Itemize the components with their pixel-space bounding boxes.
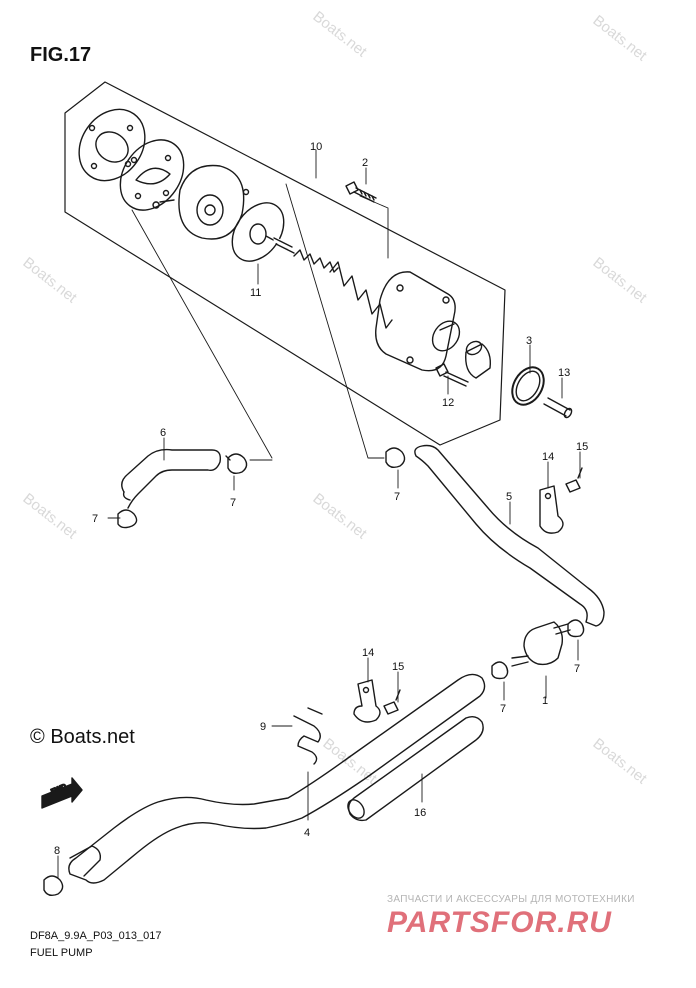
ad-brand-logo: PARTSFOR.RU <box>387 906 612 939</box>
hose-clip <box>567 619 585 638</box>
hose-5 <box>414 444 605 627</box>
hose-clip <box>491 661 509 680</box>
fuel-filter <box>511 621 571 667</box>
callout: 7 <box>574 663 580 675</box>
callout: 9 <box>260 721 266 733</box>
hose-clip <box>117 509 138 529</box>
large-spring <box>329 261 393 329</box>
callout: 15 <box>392 661 404 673</box>
callout: 1 <box>542 695 548 707</box>
callout: 2 <box>362 157 368 169</box>
callout: 10 <box>310 141 322 153</box>
hose-clip <box>385 447 406 469</box>
hose-6 <box>121 448 222 509</box>
hose-4 <box>68 673 486 884</box>
callout: 3 <box>526 335 532 347</box>
copyright-text: Boats.net <box>50 726 135 748</box>
gasket-outer <box>78 108 146 182</box>
copyright-symbol: © <box>30 726 45 748</box>
hose-clip <box>43 875 64 897</box>
leader-lines <box>131 149 563 461</box>
o-ring <box>511 366 545 406</box>
callout: 7 <box>92 513 98 525</box>
valve-plate <box>231 202 295 262</box>
hose-16 <box>347 715 484 822</box>
clip-9 <box>293 707 323 765</box>
callout: 7 <box>500 703 506 715</box>
callout: 8 <box>54 845 60 857</box>
diaphragm-gasket <box>119 139 185 211</box>
diagram-caption: FUEL PUMP <box>30 947 93 959</box>
pump-body <box>152 164 250 240</box>
leader-lines <box>57 437 581 879</box>
diagram-code: DF8A_9.9A_P03_013_017 <box>30 930 162 942</box>
callout: 7 <box>230 497 236 509</box>
callout: 7 <box>394 491 400 503</box>
bracket <box>353 679 381 723</box>
bracket <box>539 485 564 534</box>
callout: 14 <box>362 647 374 659</box>
exploded-view-frame <box>64 81 506 446</box>
callout: 14 <box>542 451 554 463</box>
cap-plug <box>465 340 492 379</box>
small-spring <box>293 249 339 273</box>
pin <box>543 397 573 419</box>
callout: 12 <box>442 397 454 409</box>
figure-title: FIG.17 <box>30 44 92 66</box>
pump-cover <box>375 271 461 372</box>
screw <box>345 181 377 203</box>
callout: 11 <box>250 287 261 299</box>
callout: 4 <box>304 827 310 839</box>
copyright-mark: © Boats.net <box>30 726 135 749</box>
callout: 13 <box>558 367 570 379</box>
callout: 5 <box>506 491 512 503</box>
fwd-arrow-icon: FWD <box>41 777 83 809</box>
callout: 15 <box>576 441 588 453</box>
hose-clip <box>225 453 248 475</box>
ad-tagline: ЗАПЧАСТИ И АКСЕССУАРЫ ДЛЯ МОТОТЕХНИКИ <box>387 894 635 905</box>
callout: 6 <box>160 427 166 439</box>
callout: 16 <box>414 807 426 819</box>
callouts: 10 2 11 3 13 12 6 7 7 14 15 5 7 7 14 15 … <box>54 141 588 857</box>
